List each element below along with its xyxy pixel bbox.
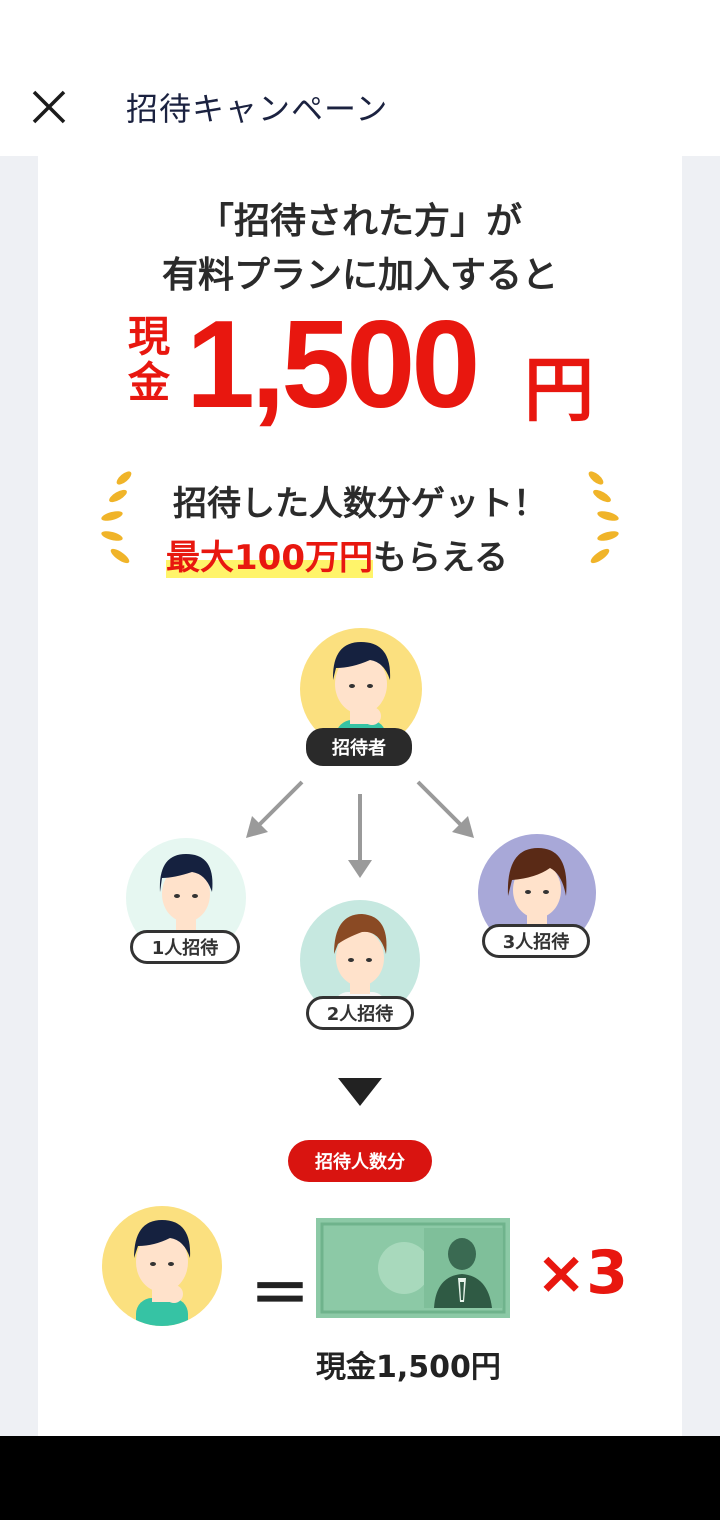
system-navigation-bar xyxy=(0,1436,720,1520)
banner-line1: 「招待された方」が xyxy=(197,201,522,242)
cash-prefix: 現金 xyxy=(128,312,171,407)
max-reward-highlight: 最大100万円 xyxy=(166,538,373,578)
cash-label: 現金1,500円 xyxy=(316,1350,501,1385)
invite2-label: 2人招待 xyxy=(306,996,414,1030)
reward-amount: 現金 1,500 円 xyxy=(122,296,622,434)
laurel-right-icon xyxy=(588,471,619,564)
close-icon xyxy=(32,90,66,124)
reward-person-avatar xyxy=(102,1206,222,1326)
laurel-left-icon xyxy=(101,471,132,564)
person-icon xyxy=(134,1220,191,1326)
page-title: 招待キャンペーン xyxy=(126,90,389,128)
inviter-label: 招待者 xyxy=(306,728,412,766)
arrows-icon xyxy=(246,780,474,878)
multiplier: ×3 xyxy=(536,1238,629,1308)
invite1-label: 1人招待 xyxy=(130,930,240,964)
invite3-label: 3人招待 xyxy=(482,924,590,958)
invite-count-label: 招待人数分 xyxy=(288,1140,432,1182)
equals-sign: ＝ xyxy=(250,1260,310,1330)
get-per-invite-text: 招待した人数分ゲット！ xyxy=(173,484,547,524)
amount-number: 1,500 xyxy=(186,296,480,434)
banknote-icon xyxy=(316,1218,510,1318)
app-header: 招待キャンペーン xyxy=(0,0,720,156)
amount-unit: 円 xyxy=(524,349,594,431)
max-reward-suffix: もらえる xyxy=(372,538,508,578)
max-reward-line: 最大100万円もらえる xyxy=(166,530,508,579)
close-button[interactable] xyxy=(28,86,70,128)
banner-line2: 有料プランに加入すると xyxy=(161,255,558,296)
down-triangle-icon xyxy=(338,1078,382,1106)
person-icon xyxy=(332,642,391,750)
